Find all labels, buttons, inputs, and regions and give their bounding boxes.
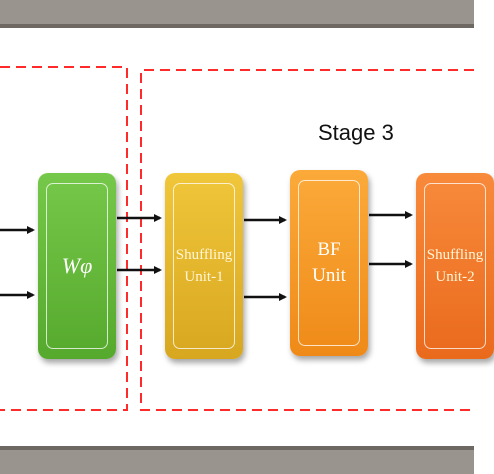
image-frame-top — [0, 0, 474, 28]
shuffling-unit-1-label-line1: Shuffling — [175, 247, 233, 263]
stage-3-boundary — [140, 69, 474, 411]
bf-unit-block: BF Unit — [290, 170, 368, 356]
connections-layer — [0, 66, 474, 411]
stage-3-label: Stage 3 — [318, 120, 394, 145]
image-frame-bottom — [0, 446, 474, 474]
stage-2-boundary — [0, 66, 128, 411]
w-phi-block: Wφ — [38, 173, 116, 359]
shuffling-unit-1-block: Shuffling Unit-1 — [165, 173, 243, 359]
shuffling-unit-2-label-line2: Unit-2 — [435, 269, 475, 285]
shuffling-unit-1-label-line2: Unit-1 — [184, 269, 224, 285]
shuffling-unit-2-label-line1: Shuffling — [426, 247, 484, 263]
w-phi-label: Wφ — [61, 253, 93, 278]
shuffling-unit-2-block: Shuffling Unit-2 — [416, 173, 494, 359]
bf-unit-label-line2: Unit — [312, 265, 346, 286]
bf-unit-label-line1: BF — [317, 239, 341, 260]
